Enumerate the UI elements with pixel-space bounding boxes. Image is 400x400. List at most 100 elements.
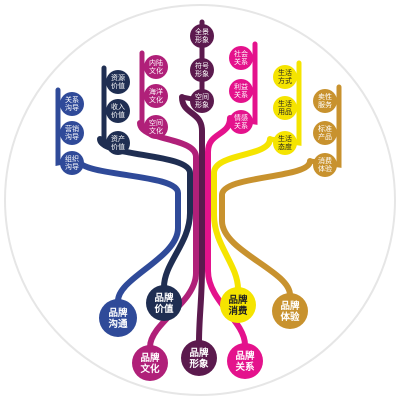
goutong-branch-label: 组织 xyxy=(65,154,79,163)
tiyan-trunk-line xyxy=(219,158,313,298)
jiazhi-root-label: 价值 xyxy=(154,303,174,315)
goutong-branch-circle xyxy=(60,92,84,116)
xiaofei-branch-circle xyxy=(273,65,297,89)
jiazhi-branch-circle xyxy=(106,70,130,94)
xiaofei-branch-label: 方式 xyxy=(278,76,292,85)
goutong-root-label: 沟通 xyxy=(108,318,128,330)
jiazhi-branch-label: 价值 xyxy=(111,81,125,90)
tiyan-branch-label: 消费 xyxy=(318,156,332,165)
xingxiang-branch-circle xyxy=(190,24,214,48)
goutong-branch-label: 营销 xyxy=(65,124,79,133)
wenhua-spine-line xyxy=(137,50,145,129)
tiyan-branch-label: 服务 xyxy=(318,100,332,109)
xingxiang-branch-label: 全景 xyxy=(195,27,209,36)
tiyan-root-label: 体验 xyxy=(280,311,300,323)
jiazhi-branch-label: 资源 xyxy=(111,73,125,82)
xiaofei-trunk-line xyxy=(211,136,273,292)
xingxiang-trunk-line xyxy=(179,94,205,345)
nodes: 关系沟导营销沟导组织沟导品牌沟通资源价值收入价值资产价值品牌价值内陆文化海洋文化… xyxy=(60,24,337,381)
tiyan-root-label: 品牌 xyxy=(280,300,300,312)
xiaofei-root-circle xyxy=(220,287,256,323)
tiyan-branch-label: 体验 xyxy=(318,164,332,173)
xiaofei-branch-circle xyxy=(273,96,297,120)
wenhua-branch-label: 海洋 xyxy=(149,87,163,96)
xingxiang-root-circle xyxy=(181,340,217,376)
wenhua-branch-label: 文化 xyxy=(149,66,163,75)
guanxi-branch-label: 利益 xyxy=(234,82,248,91)
xingxiang-branch-label: 形象 xyxy=(195,100,209,109)
xingxiang-branch-label: 空间 xyxy=(195,92,209,101)
goutong-root-label: 品牌 xyxy=(108,307,128,319)
goutong-root-circle xyxy=(99,299,137,337)
jiazhi-root-label: 品牌 xyxy=(154,292,174,304)
tiyan-branch-label: 产品 xyxy=(318,132,332,141)
xingxiang-branch-label: 形象 xyxy=(195,69,209,78)
jiazhi-spine-line xyxy=(97,65,107,150)
jiazhi-branch-label: 资产 xyxy=(111,134,125,143)
tiyan-branch-label: 标准 xyxy=(318,124,332,133)
tiyan-branch-circle xyxy=(313,89,337,113)
xingxiang-root-label: 形象 xyxy=(189,358,209,370)
wenhua-branch-circle xyxy=(144,84,168,108)
guanxi-branch-circle xyxy=(229,79,253,103)
goutong-branch-circle xyxy=(60,121,84,145)
xiaofei-branch-label: 生活 xyxy=(278,134,292,143)
wenhua-branch-label: 内陆 xyxy=(149,58,163,67)
xiaofei-branch-label: 生活 xyxy=(278,68,292,77)
wenhua-root-label: 品牌 xyxy=(140,352,160,364)
guanxi-branch-circle xyxy=(229,110,253,134)
tiyan-branch-circle xyxy=(313,121,337,145)
goutong-branch-circle xyxy=(60,151,84,175)
tiyan-branch-label: 卖性 xyxy=(318,92,332,101)
xiaofei-root-label: 消费 xyxy=(228,305,248,317)
xingxiang-root-label: 品牌 xyxy=(189,347,209,359)
wenhua-branch-label: 文化 xyxy=(149,126,163,135)
wenhua-branch-label: 文化 xyxy=(149,95,163,104)
branch-lines xyxy=(55,19,342,350)
guanxi-branch-label: 关系 xyxy=(234,57,248,66)
xingxiang-branch-label: 符号 xyxy=(195,61,209,70)
wenhua-branch-circle xyxy=(144,55,168,79)
goutong-branch-label: 沟导 xyxy=(65,103,79,112)
guanxi-branch-label: 关系 xyxy=(234,90,248,99)
tiyan-branch-circle xyxy=(313,153,337,177)
goutong-branch-label: 沟导 xyxy=(65,132,79,141)
xiaofei-root-label: 品牌 xyxy=(228,294,248,306)
wenhua-root-label: 文化 xyxy=(139,363,160,375)
tiyan-root-circle xyxy=(272,293,308,329)
wenhua-root-circle xyxy=(132,345,168,381)
xiaofei-branch-circle xyxy=(273,131,297,155)
jiazhi-branch-label: 价值 xyxy=(111,142,125,151)
jiazhi-branch-label: 价值 xyxy=(111,110,125,119)
